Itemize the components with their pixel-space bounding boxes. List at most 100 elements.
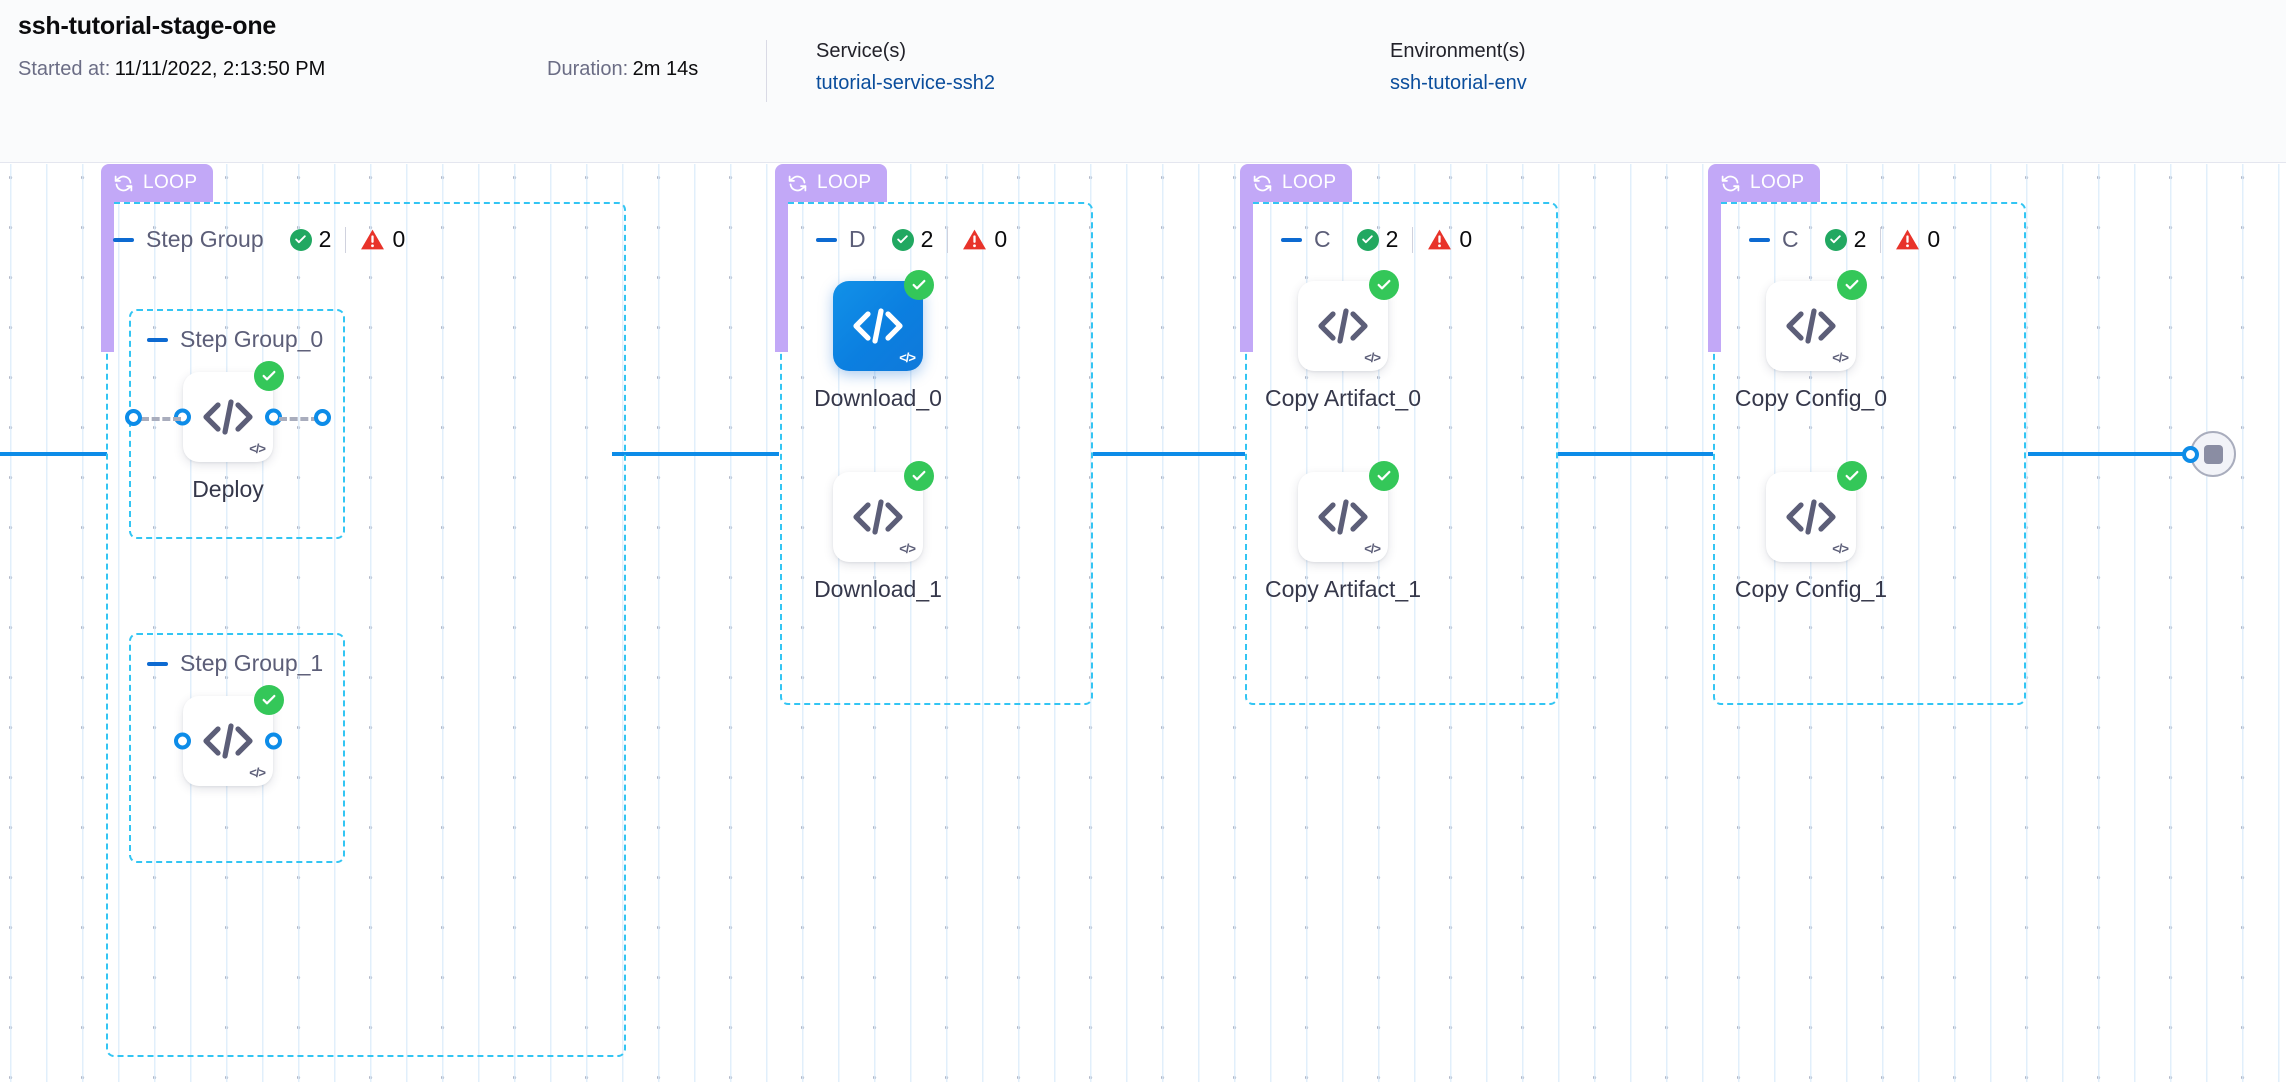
node-copy-config-0[interactable]: </> Copy Config_0 xyxy=(1735,270,1887,411)
status-badge-success xyxy=(904,461,934,491)
error-count-1: 0 xyxy=(392,226,406,252)
group-stats-4: 2 0 xyxy=(1824,226,1940,253)
node-copy-artifact-1-tile[interactable]: </> xyxy=(1298,461,1399,562)
stepgroup-0-right-port[interactable] xyxy=(314,409,331,426)
started-at-label: Started at: xyxy=(18,58,111,80)
node-stepgroup-1-input-port[interactable] xyxy=(174,732,191,750)
loop-badge-4: LOOP xyxy=(1708,164,1821,202)
node-copy-artifact-0[interactable]: </> Copy Artifact_0 xyxy=(1265,270,1421,411)
error-count-2: 0 xyxy=(994,226,1008,252)
node-stepgroup-1-step[interactable]: </> xyxy=(174,685,284,786)
warning-triangle-icon xyxy=(1896,229,1920,250)
duration-label: Duration: xyxy=(547,58,629,80)
error-stat-3: 0 xyxy=(1427,226,1472,253)
code-brackets-icon xyxy=(1316,306,1370,346)
node-copy-artifact-0-tile[interactable]: </> xyxy=(1298,270,1399,371)
status-badge-success xyxy=(1837,270,1867,300)
node-label-download-1: Download_1 xyxy=(814,576,942,602)
success-count-4: 2 xyxy=(1853,226,1867,252)
group-header-2[interactable]: D 2 0 xyxy=(816,226,1007,253)
started-at-block: Started at: 11/11/2022, 2:13:50 PM xyxy=(18,58,325,81)
node-type-glyph: </> xyxy=(1364,350,1381,365)
success-stat-3: 2 xyxy=(1356,226,1398,253)
duration-value: 2m 14s xyxy=(632,58,699,80)
loop-body-2 xyxy=(780,202,1093,705)
group-header-3[interactable]: C 2 0 xyxy=(1281,226,1472,253)
status-badge-success xyxy=(1837,461,1867,491)
stop-end-node[interactable] xyxy=(2190,431,2236,477)
edge-start-to-group1 xyxy=(0,452,107,456)
warning-triangle-icon xyxy=(963,229,987,250)
code-brackets-icon xyxy=(201,397,255,437)
check-circle-icon xyxy=(1824,228,1847,251)
pipeline-graph-canvas[interactable]: LOOP Step Group 2 xyxy=(0,164,2286,1082)
loop-group-3[interactable]: LOOP C 2 xyxy=(1240,164,1560,724)
loop-rail-3 xyxy=(1240,202,1253,352)
success-count-2: 2 xyxy=(920,226,934,252)
success-stat-4: 2 xyxy=(1824,226,1867,253)
loop-badge-label-4: LOOP xyxy=(1750,172,1805,193)
node-deploy-tile[interactable]: </> xyxy=(174,361,284,462)
collapse-minus-icon[interactable] xyxy=(1281,237,1302,242)
group-stats-2: 2 0 xyxy=(891,226,1007,253)
collapse-minus-icon[interactable] xyxy=(147,337,168,342)
node-download-0[interactable]: </> Download_0 xyxy=(814,270,942,411)
loop-refresh-icon xyxy=(1721,175,1740,191)
status-badge-success xyxy=(254,361,284,391)
node-label-download-0: Download_0 xyxy=(814,385,942,411)
loop-refresh-icon xyxy=(1253,175,1272,191)
error-stat-4: 0 xyxy=(1895,226,1940,253)
loop-badge-1: LOOP xyxy=(101,164,214,202)
environment-link[interactable]: ssh-tutorial-env xyxy=(1390,72,1527,94)
loop-refresh-icon xyxy=(788,175,807,191)
node-copy-config-1-tile[interactable]: </> xyxy=(1766,461,1867,562)
node-copy-artifact-1[interactable]: </> Copy Artifact_1 xyxy=(1265,461,1421,602)
loop-badge-3: LOOP xyxy=(1240,164,1353,202)
environments-label: Environment(s) xyxy=(1390,40,1526,62)
error-count-3: 0 xyxy=(1459,226,1473,252)
node-download-0-tile[interactable]: </> xyxy=(833,270,934,371)
loop-group-2[interactable]: LOOP D 2 xyxy=(775,164,1095,724)
group-header-1[interactable]: Step Group 2 0 xyxy=(113,226,405,253)
collapse-minus-icon[interactable] xyxy=(816,237,837,242)
success-stat-1: 2 xyxy=(289,226,331,253)
status-badge-success xyxy=(904,270,934,300)
collapse-minus-icon[interactable] xyxy=(113,237,134,242)
group-header-stepgroup-1[interactable]: Step Group_1 xyxy=(147,650,323,677)
loop-body-3 xyxy=(1245,202,1558,705)
code-brackets-icon xyxy=(1784,306,1838,346)
edge-group1-to-group2 xyxy=(612,452,779,456)
page-title: ssh-tutorial-stage-one xyxy=(18,12,277,40)
error-count-4: 0 xyxy=(1927,226,1941,252)
node-download-1-tile[interactable]: </> xyxy=(833,461,934,562)
node-type-glyph: </> xyxy=(1832,541,1849,556)
node-label-copy-config-0: Copy Config_0 xyxy=(1734,385,1888,411)
group-title-stepgroup-0: Step Group_0 xyxy=(180,326,324,352)
node-type-glyph: </> xyxy=(249,441,266,456)
node-copy-config-0-tile[interactable]: </> xyxy=(1766,270,1867,371)
stop-square-icon xyxy=(2203,444,2223,464)
stat-divider xyxy=(1412,226,1414,253)
end-node-input-port[interactable] xyxy=(2182,446,2199,463)
collapse-minus-icon[interactable] xyxy=(1749,237,1770,242)
stepgroup-0-left-port[interactable] xyxy=(125,409,142,426)
node-stepgroup-1-step-tile[interactable]: </> xyxy=(174,685,284,786)
service-link[interactable]: tutorial-service-ssh2 xyxy=(816,72,995,94)
error-stat-2: 0 xyxy=(962,226,1007,253)
group-header-stepgroup-0[interactable]: Step Group_0 xyxy=(147,326,323,353)
loop-group-4[interactable]: LOOP C 2 xyxy=(1708,164,2028,724)
error-stat-1: 0 xyxy=(360,226,405,253)
edge-group4-to-end xyxy=(2028,452,2191,456)
group-header-4[interactable]: C 2 0 xyxy=(1749,226,1940,253)
node-stepgroup-1-output-port[interactable] xyxy=(265,732,282,750)
loop-group-1[interactable]: LOOP Step Group 2 xyxy=(101,164,631,1082)
execution-header: ssh-tutorial-stage-one Started at: 11/11… xyxy=(0,0,2286,163)
node-copy-config-1[interactable]: </> Copy Config_1 xyxy=(1735,461,1887,602)
code-brackets-icon xyxy=(1316,497,1370,537)
node-download-1[interactable]: </> Download_1 xyxy=(814,461,942,602)
check-circle-icon xyxy=(1356,228,1379,251)
node-deploy[interactable]: </> Deploy xyxy=(174,361,284,502)
loop-rail-1 xyxy=(101,202,114,352)
collapse-minus-icon[interactable] xyxy=(147,661,168,666)
group-title-3: C xyxy=(1314,226,1331,252)
